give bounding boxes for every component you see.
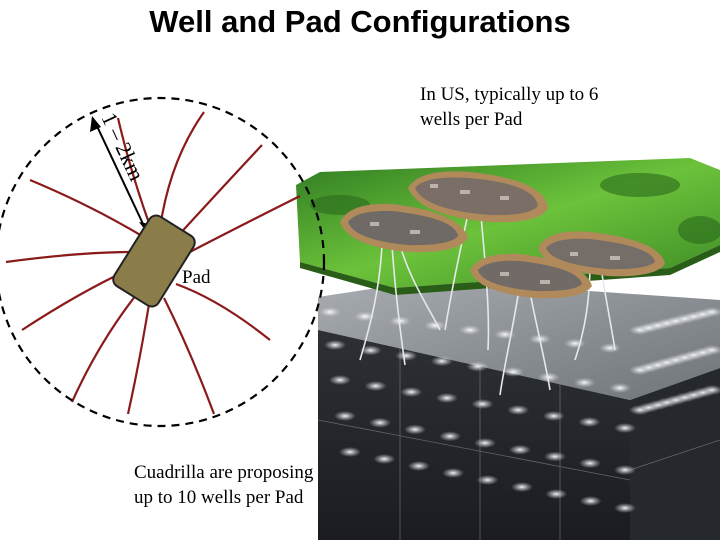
slide-title: Well and Pad Configurations: [149, 4, 571, 39]
fracture-cloud: [373, 454, 396, 464]
fracture-cloud: [579, 496, 602, 506]
fracture-cloud: [324, 340, 346, 350]
fracture-cloud: [439, 431, 461, 442]
pad-islands: [340, 171, 665, 299]
fracture-cloud: [319, 307, 341, 317]
us-note-line2: wells per Pad: [420, 109, 523, 130]
fracture-cloud: [701, 307, 720, 317]
cuadrilla-note-line2: up to 10 wells per Pad: [134, 487, 304, 508]
shale-block-3d: [317, 280, 720, 540]
fracture-cloud: [442, 468, 465, 478]
fracture-cloud: [400, 387, 423, 397]
fracture-cloud: [578, 417, 601, 427]
fracture-cloud: [609, 383, 631, 393]
cuadrilla-note-line1: Cuadrilla are proposing: [134, 462, 314, 483]
fracture-cloud: [430, 356, 453, 367]
fracture-cloud: [507, 405, 530, 415]
fracture-cloud: [564, 338, 586, 349]
fracture-cloud: [502, 366, 525, 377]
fracture-cloud: [544, 451, 566, 462]
fracture-cloud: [545, 489, 568, 499]
fracture-cloud: [494, 329, 516, 340]
fracture-cloud: [476, 475, 499, 485]
dashed-boundary-circle: [0, 96, 326, 428]
fracture-cloud: [459, 325, 481, 335]
fracture-cloud: [395, 350, 418, 361]
fracture-cloud: [579, 458, 601, 469]
us-note-line1: In US, typically up to 6: [420, 84, 599, 105]
fracture-cloud: [614, 423, 636, 433]
fracture-cloud: [599, 343, 621, 353]
fracture-cloud: [466, 361, 489, 372]
fracture-cloud: [424, 320, 446, 331]
fracture-cloud: [364, 381, 387, 391]
fracture-cloud: [334, 411, 356, 421]
fracture-cloud: [407, 461, 430, 471]
pad-plan-view: 1 – 2km Pad: [0, 96, 326, 428]
pad-label: Pad: [182, 267, 211, 288]
pad-island: [538, 231, 665, 277]
fracture-cloud: [435, 393, 458, 403]
fracture-cloud: [369, 417, 391, 428]
pad-island: [470, 253, 592, 299]
fracture-cloud: [701, 345, 720, 355]
fracture-cloud: [509, 444, 531, 455]
pad-island: [340, 203, 468, 253]
fracture-cloud: [359, 345, 382, 356]
fracture-cloud: [404, 424, 426, 435]
pad-island: [408, 171, 548, 223]
fracture-cloud: [329, 375, 351, 385]
fracture-cloud: [701, 385, 720, 395]
fracture-cloud: [339, 447, 361, 457]
fracture-cloud: [510, 482, 533, 492]
distance-label: 1 – 2km: [96, 109, 149, 185]
cuadrilla-note: Cuadrilla are proposing up to 10 wells p…: [134, 460, 404, 510]
fracture-cloud: [537, 372, 560, 383]
fracture-cloud: [471, 399, 494, 409]
fracture-cloud: [614, 503, 636, 513]
fracture-cloud: [474, 438, 496, 448]
pad-rectangle: [112, 214, 196, 308]
fracture-cloud: [573, 377, 596, 388]
fracture-cloud: [542, 411, 565, 421]
us-pad-note: In US, typically up to 6 wells per Pad: [420, 82, 710, 132]
fracture-cloud: [614, 465, 636, 475]
